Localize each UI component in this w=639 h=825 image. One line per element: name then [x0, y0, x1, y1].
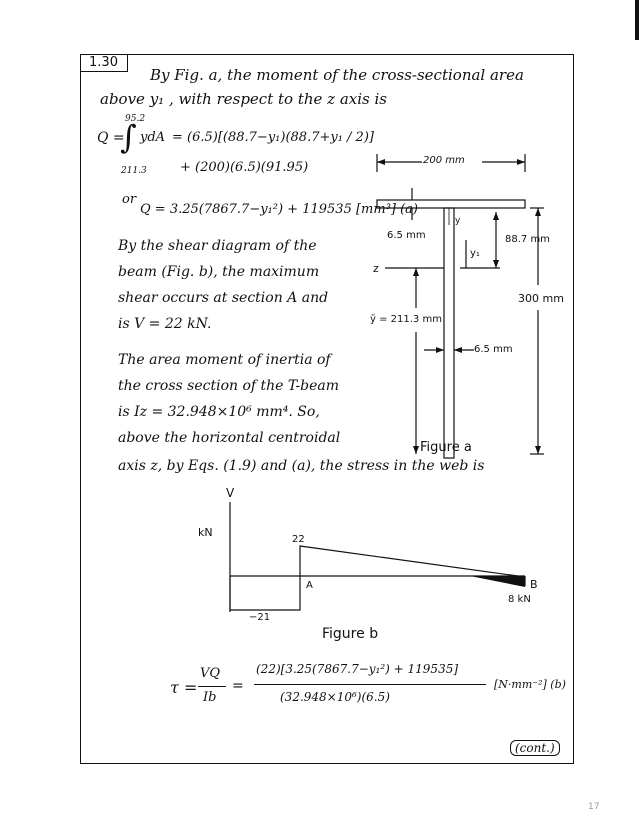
q-term-2: + (200)(6.5)(91.95) — [180, 160, 309, 175]
arrowhead-ybar-bottom — [413, 446, 419, 454]
arrowhead-300-top — [535, 208, 541, 216]
dim-88-7-label: 88.7 mm — [505, 234, 550, 245]
integrand: ydA — [140, 130, 166, 145]
height-label: 300 mm — [518, 292, 564, 305]
inertia-line-5: axis z, by Eqs. (1.9) and (a), the stres… — [118, 458, 485, 474]
ybar-label: ȳ = 211.3 mm — [370, 314, 442, 325]
arrowhead-88-top — [493, 212, 499, 220]
arrowhead-flange-right — [517, 159, 525, 165]
q-lhs: Q = — [97, 130, 125, 146]
point-a-label: A — [306, 580, 313, 591]
q-term-1: = (6.5)[(88.7−y₁)(88.7+y₁ / 2)] — [172, 130, 374, 145]
frac1-bar — [198, 686, 226, 687]
arrowhead-88-bottom — [493, 260, 499, 268]
y-axis-label: y — [455, 216, 461, 226]
or-label: or — [122, 192, 137, 207]
arrowhead-ybar-top — [413, 268, 419, 276]
q-result: Q = 3.25(7867.7−y₁²) + 119535 [mm³] (a) — [140, 202, 419, 217]
shear-axis-v-label: V — [226, 486, 235, 500]
worksheet-frame — [80, 54, 574, 764]
figure-b-caption: Figure b — [322, 626, 379, 642]
shear-line-1: By the shear diagram of the — [118, 238, 317, 254]
z-axis-label: z — [373, 262, 379, 275]
arrowhead-web-left — [436, 347, 444, 353]
integral-upper-limit: 95.2 — [125, 114, 146, 124]
stress-units: [N·mm⁻²] (b) — [494, 678, 566, 691]
shear-line-2: beam (Fig. b), the maximum — [118, 264, 320, 280]
vq-numerator: VQ — [200, 666, 221, 681]
shear-negative-region — [229, 576, 301, 611]
flange-width-label: 200 mm — [423, 155, 465, 166]
shear-positive-line — [299, 545, 526, 578]
page-edge-mark — [635, 0, 639, 40]
problem-number: 1.30 — [80, 54, 128, 72]
shear-negative-tip — [470, 576, 525, 587]
inertia-line-2: the cross section of the T-beam — [118, 378, 340, 394]
intro-line-2: above y₁ , with respect to the z axis is — [100, 90, 387, 108]
integral-sign: ∫ — [120, 118, 137, 156]
intro-line-1: By Fig. a, the moment of the cross-secti… — [150, 66, 524, 84]
point-b-label: B — [530, 578, 538, 591]
shear-value-22: 22 — [292, 534, 305, 545]
web-thickness-label: 6.5 mm — [474, 344, 513, 355]
arrowhead-flange-left — [377, 159, 385, 165]
stress-numerator: (22)[3.25(7867.7−y₁²) + 119535] — [256, 662, 459, 676]
shear-line-3: shear occurs at section A and — [118, 290, 329, 306]
continued-label: (cont.) — [510, 740, 560, 756]
shear-line-4: is V = 22 kN. — [118, 316, 212, 332]
page-number: 17 — [588, 802, 600, 812]
figure-a-caption: Figure a — [420, 440, 472, 455]
inertia-line-4: above the horizontal centroidal — [118, 430, 341, 446]
frac2-bar — [254, 684, 486, 685]
shear-value-8kn: 8 kN — [508, 594, 531, 605]
ib-denominator: Ib — [203, 690, 217, 705]
shear-value-minus-21: −21 — [249, 612, 271, 623]
inertia-line-3: is Iz = 32.948×10⁶ mm⁴. So, — [118, 404, 320, 420]
y1-label: y₁ — [470, 248, 480, 259]
integral-lower-limit: 211.3 — [121, 166, 147, 176]
flange-thickness-label: 6.5 mm — [387, 230, 426, 241]
stress-denominator: (32.948×10⁶)(6.5) — [280, 690, 390, 704]
equals-sign: = — [232, 678, 244, 694]
inertia-line-1: The area moment of inertia of — [118, 352, 331, 368]
tau-lhs: τ = — [170, 678, 198, 697]
shear-axis-unit: kN — [198, 526, 213, 539]
arrowhead-300-bottom — [535, 446, 541, 454]
arrowhead-web-right — [454, 347, 462, 353]
